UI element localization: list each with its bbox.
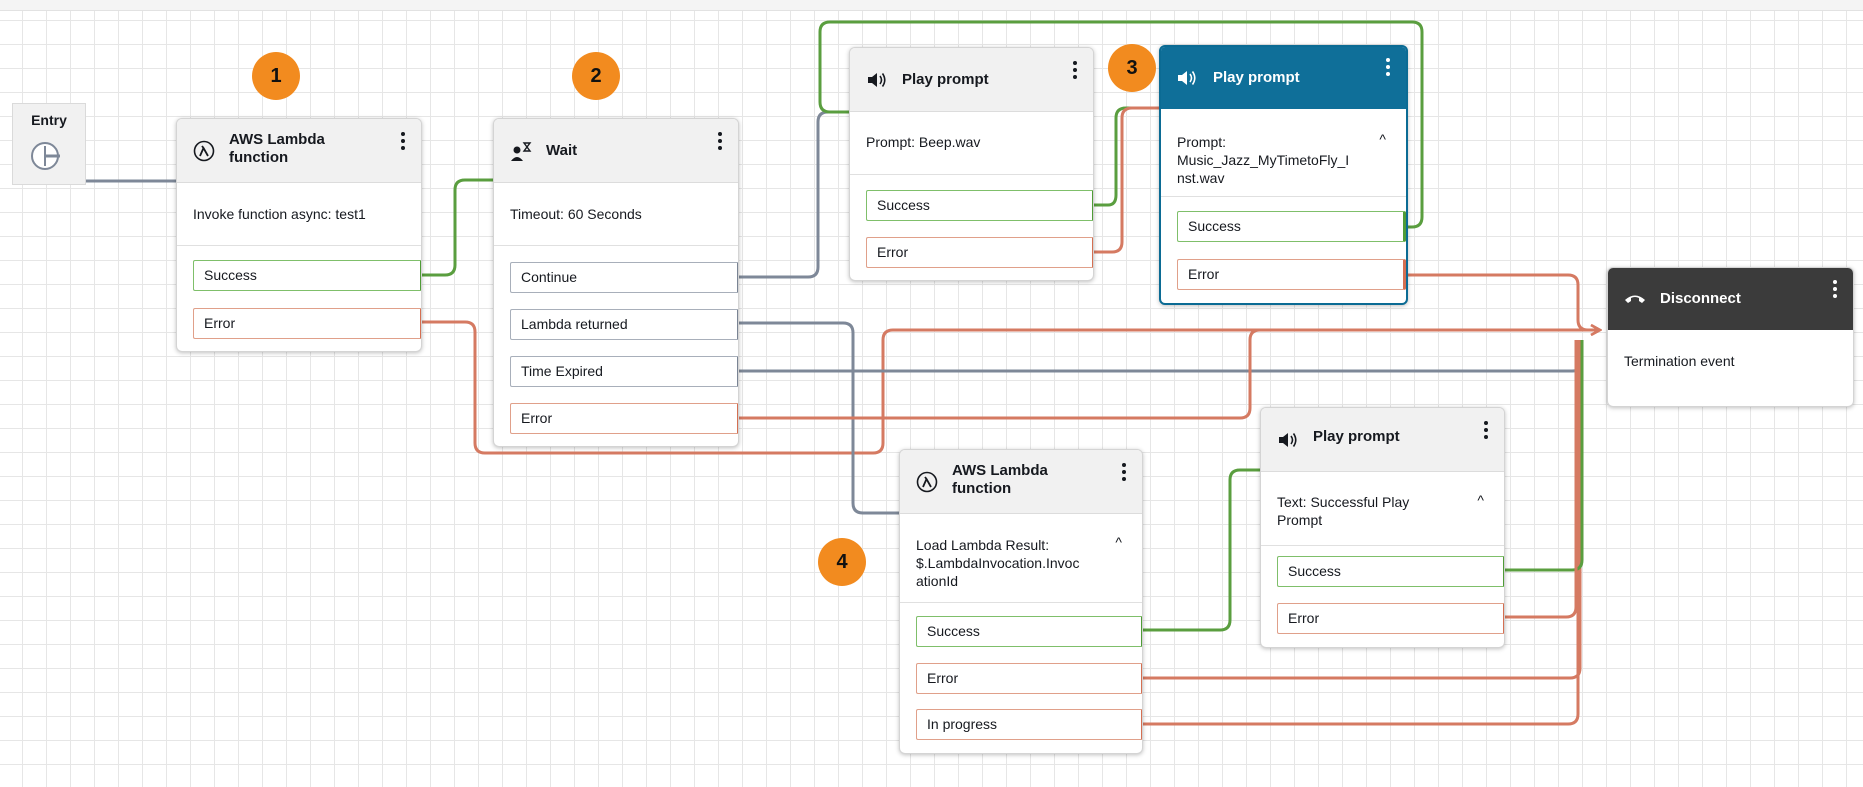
entry-point[interactable]: Entry: [12, 103, 86, 185]
branch-success[interactable]: Success: [1277, 556, 1504, 587]
block-body: Timeout: 60 Seconds: [510, 206, 642, 222]
connector-play2-error-to-disconnect: [1408, 273, 1600, 332]
block-body: Invoke function async: test1: [193, 206, 366, 222]
branch-success[interactable]: Success: [866, 190, 1093, 221]
connector-play1-success-to-play2: [1094, 108, 1175, 207]
branch-error[interactable]: Error: [1177, 259, 1406, 290]
step-badge-3: 3: [1108, 44, 1156, 92]
connector-lambda2-inprogress-to-disconnect: [1143, 340, 1580, 726]
block-title: Play prompt: [1313, 428, 1400, 445]
canvas-top-bar: [0, 0, 1863, 11]
more-options-icon[interactable]: [1122, 460, 1126, 484]
connector-wait-time-expired-to-disconnect: [739, 340, 1584, 373]
play-prompt-block-3[interactable]: Play prompt Text: Successful Play Prompt…: [1260, 407, 1505, 648]
branch-error[interactable]: Error: [193, 308, 421, 339]
branch-success[interactable]: Success: [1177, 211, 1406, 242]
wait-block[interactable]: Wait Timeout: 60 Seconds Continue Lambda…: [493, 118, 739, 447]
branch-lambda-returned[interactable]: Lambda returned: [510, 309, 738, 340]
more-options-icon[interactable]: [401, 129, 405, 153]
connector-play2-success-to-play1: [818, 20, 1424, 229]
disconnect-block[interactable]: Disconnect Termination event: [1607, 267, 1854, 407]
lambda-icon: [193, 140, 215, 162]
collapse-caret-icon[interactable]: ^: [1379, 131, 1386, 147]
connector-lambda1-error-to-disconnect: [420, 320, 1600, 455]
connector-play3-success-to-disconnect: [1505, 340, 1584, 572]
more-options-icon[interactable]: [718, 129, 722, 153]
lambda-block-2[interactable]: AWS Lambda function Load Lambda Result: …: [899, 449, 1143, 754]
step-badge-1: 1: [252, 52, 300, 100]
block-title: AWS Lambda function: [229, 131, 325, 166]
block-title: Play prompt: [1213, 69, 1300, 86]
connector-lambda2-success-to-play3: [1143, 470, 1283, 632]
block-body: Termination event: [1624, 353, 1735, 369]
step-badge-2: 2: [572, 52, 620, 100]
block-body-line-1: Text: Successful Play: [1277, 494, 1410, 510]
play-prompt-block-2[interactable]: Play prompt Prompt: Music_Jazz_MyTimetoF…: [1159, 45, 1408, 305]
play-prompt-block-1[interactable]: Play prompt Prompt: Beep.wav Success Err…: [849, 47, 1094, 281]
lambda-icon: [916, 471, 938, 493]
block-body-line-1: Load Lambda Result:: [916, 537, 1050, 553]
block-body-line-2: Prompt: [1277, 512, 1323, 528]
more-options-icon[interactable]: [1073, 58, 1077, 82]
branch-success[interactable]: Success: [916, 616, 1142, 647]
block-body-line-1: Prompt:: [1177, 134, 1227, 150]
block-title: Play prompt: [902, 71, 989, 88]
block-body-line-3: ationId: [916, 573, 959, 589]
branch-error[interactable]: Error: [510, 403, 738, 434]
branch-success[interactable]: Success: [193, 260, 421, 291]
branch-error[interactable]: Error: [1277, 603, 1504, 634]
more-options-icon[interactable]: [1484, 418, 1488, 442]
speaker-icon: [1279, 433, 1297, 447]
hangup-icon: [1625, 295, 1645, 303]
more-options-icon[interactable]: [1833, 277, 1837, 301]
connector-wait-continue-to-play1: [739, 112, 862, 279]
block-body-line-3: nst.wav: [1177, 170, 1225, 186]
block-title: AWS Lambda function: [952, 462, 1048, 497]
collapse-caret-icon[interactable]: ^: [1477, 492, 1484, 508]
block-body-line-2: Music_Jazz_MyTimetoFly_I: [1177, 152, 1350, 168]
speaker-icon: [868, 73, 886, 87]
step-badge-4: 4: [818, 538, 866, 586]
more-options-icon[interactable]: [1386, 55, 1390, 79]
entry-label: Entry: [31, 112, 67, 128]
collapse-caret-icon[interactable]: ^: [1115, 534, 1122, 550]
block-title: Disconnect: [1660, 290, 1741, 307]
block-body: Prompt: Beep.wav: [866, 134, 981, 150]
branch-time-expired[interactable]: Time Expired: [510, 356, 738, 387]
wait-icon: [511, 142, 532, 161]
branch-error[interactable]: Error: [866, 237, 1093, 268]
lambda-block-1[interactable]: AWS Lambda function Invoke function asyn…: [176, 118, 422, 352]
branch-error[interactable]: Error: [916, 663, 1142, 694]
connector-play1-error-to-play2: [1094, 108, 1175, 254]
branch-continue[interactable]: Continue: [510, 262, 738, 293]
entry-point-icon: [31, 142, 60, 170]
speaker-icon: [1178, 71, 1196, 85]
connector-play3-error-to-disconnect: [1505, 340, 1578, 619]
block-title: Wait: [546, 142, 578, 159]
connector-lambda1-success-to-wait: [420, 180, 510, 277]
connector-wait-error-to-disconnect: [739, 330, 1600, 420]
branch-in-progress[interactable]: In progress: [916, 709, 1142, 740]
block-body-line-2: $.LambdaInvocation.Invoc: [916, 555, 1080, 571]
